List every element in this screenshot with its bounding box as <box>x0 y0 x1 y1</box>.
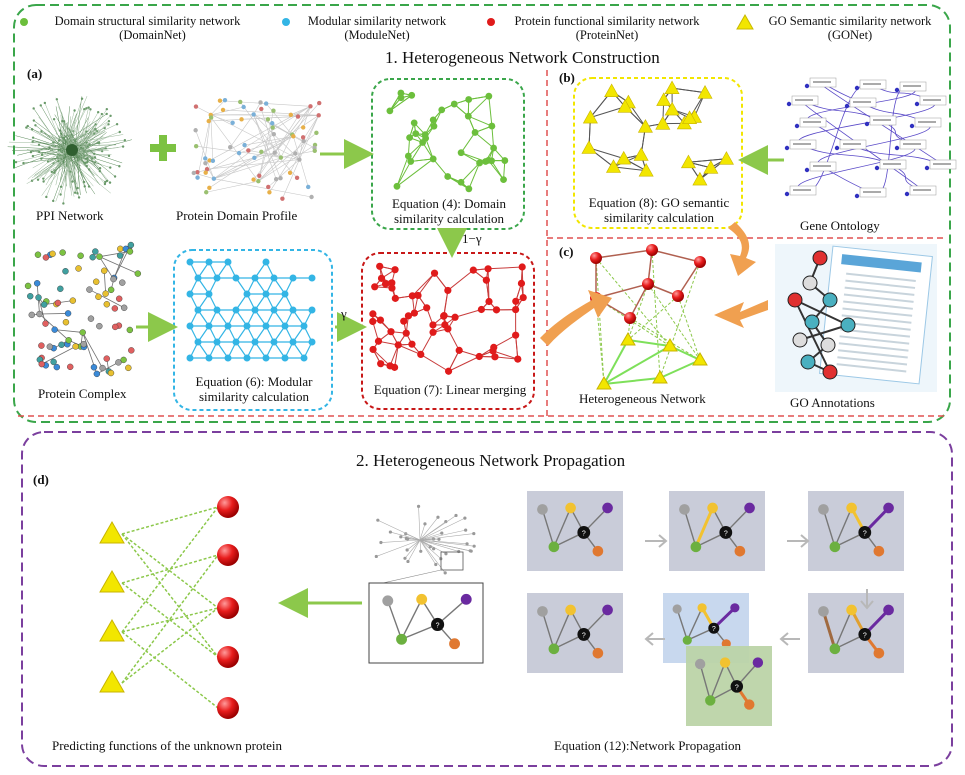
eq6-line1: Equation (6): Modular <box>195 374 313 389</box>
eq4-line2: similarity calculation <box>393 211 505 226</box>
legend-green-dot-icon <box>20 18 28 26</box>
hetero-network-label: Heterogeneous Network <box>579 391 706 406</box>
go-annotations-label: GO Annotations <box>790 395 875 410</box>
zoom-network-graphic: ? <box>382 593 472 650</box>
eq6-label: Equation (6): Modular similarity calcula… <box>178 374 330 404</box>
modulenet-graph <box>186 258 316 362</box>
section2-title: 2. Heterogeneous Network Propagation <box>356 451 626 470</box>
section1-frame <box>13 4 951 423</box>
protein-domain-profile-graphic <box>191 97 322 201</box>
legend-gonet-abbr: (GONet) <box>827 28 873 42</box>
gene-ontology-label: Gene Ontology <box>800 218 880 233</box>
protein-complex-label: Protein Complex <box>38 386 127 401</box>
plus-icon <box>150 135 176 161</box>
heterogeneous-network-graphic <box>590 244 708 390</box>
legend-modulenet: Modular similarity network (ModuleNet) <box>292 14 462 42</box>
legend-domainnet-abbr: (DomainNet) <box>119 28 186 42</box>
legend-modulenet-name: Modular similarity network <box>307 14 447 28</box>
eq6-line2: similarity calculation <box>198 389 310 404</box>
legend-proteinnet-name: Protein functional similarity network <box>514 14 700 28</box>
svg-text:?: ? <box>712 626 716 633</box>
legend-yellow-triangle-icon <box>736 13 754 30</box>
propagation-panels: ??????? <box>527 491 904 726</box>
gonet-graph <box>581 80 734 186</box>
proteinnet-box <box>361 252 535 410</box>
section1-title: 1. Heterogeneous Network Construction <box>385 48 660 67</box>
eq8-line1: Equation (8): GO semantic <box>588 195 730 210</box>
domainnet-graph <box>386 89 509 193</box>
svg-text:?: ? <box>724 530 728 537</box>
panel-tag-c: (c) <box>559 244 574 259</box>
svg-text:?: ? <box>735 684 739 691</box>
overview-network-graphic <box>373 504 476 586</box>
legend-gonet: GO Semantic similarity network (GONet) <box>757 14 943 42</box>
svg-text:?: ? <box>582 530 586 537</box>
ppi-network-label: PPI Network <box>36 208 104 223</box>
flow-arrows <box>136 139 784 342</box>
svg-text:?: ? <box>436 622 440 629</box>
domain-profile-label: Protein Domain Profile <box>176 208 298 223</box>
legend-gonet-name: GO Semantic similarity network <box>768 14 932 28</box>
proteinnet-graph <box>369 262 527 375</box>
legend-domainnet-name: Domain structural similarity network <box>54 14 241 28</box>
predict-label: Predicting functions of the unknown prot… <box>52 738 282 753</box>
eq4-label: Equation (4): Domain similarity calculat… <box>378 196 520 226</box>
legend-blue-dot-icon <box>282 18 290 26</box>
gene-ontology-graphic <box>784 77 957 199</box>
eq4-line1: Equation (4): Domain <box>391 196 507 211</box>
go-annotations-graphic <box>775 244 937 392</box>
legend-red-dot-icon <box>487 18 495 26</box>
panel-tag-d: (d) <box>33 472 49 487</box>
section2-frame <box>21 431 953 767</box>
svg-text:?: ? <box>582 632 586 639</box>
eq12-label: Equation (12):Network Propagation <box>554 738 742 753</box>
one-minus-gamma-label: 1−γ <box>462 231 482 246</box>
legend-proteinnet-abbr: (ProteinNet) <box>575 28 639 42</box>
legend-modulenet-abbr: (ModuleNet) <box>344 28 410 42</box>
legend-proteinnet: Protein functional similarity network (P… <box>497 14 717 42</box>
orange-arrows <box>540 222 768 346</box>
eq8-line2: similarity calculation <box>603 210 715 225</box>
protein-complex-graphic <box>24 241 142 378</box>
legend-domainnet: Domain structural similarity network (Do… <box>30 14 265 42</box>
svg-text:?: ? <box>863 632 867 639</box>
panel-arrows <box>644 534 874 646</box>
gamma-label: γ <box>341 306 347 321</box>
panel-tag-b: (b) <box>559 70 575 85</box>
prediction-bipartite-graphic <box>99 496 239 719</box>
ppi-network-graphic <box>7 96 132 205</box>
eq8-label: Equation (8): GO semantic similarity cal… <box>578 195 740 225</box>
panel-tag-a: (a) <box>27 66 43 81</box>
eq7-label: Equation (7): Linear merging <box>373 382 527 397</box>
svg-text:?: ? <box>863 530 867 537</box>
